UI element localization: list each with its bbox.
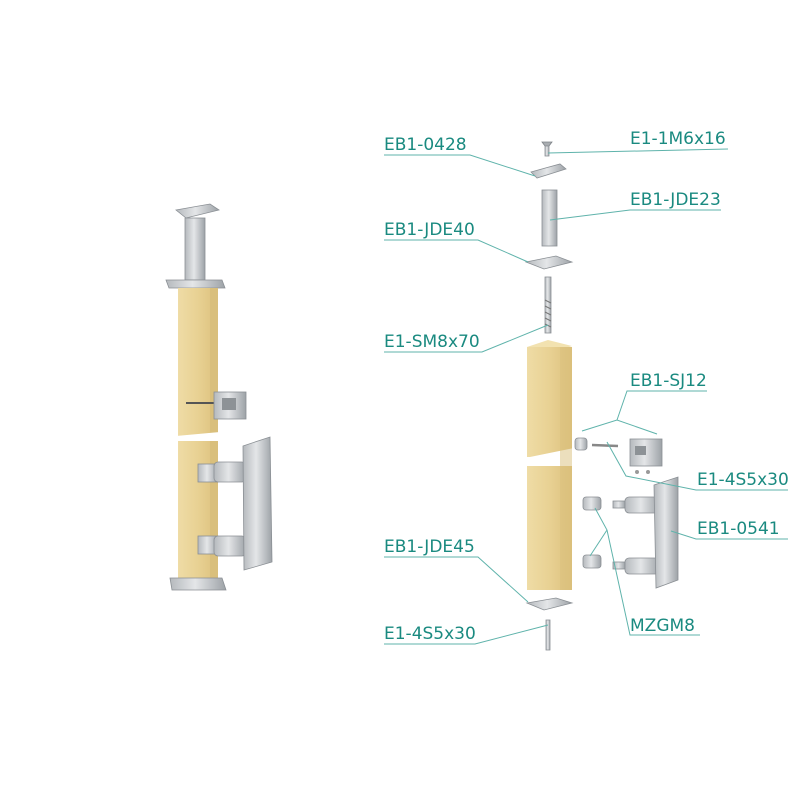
clamp-nut — [574, 437, 588, 451]
label-eb1-jde23: EB1-JDE23 — [630, 190, 721, 210]
base-plate-top — [524, 255, 574, 270]
label-eb1-0541: EB1-0541 — [697, 519, 780, 539]
wall-bracket-plate — [653, 476, 679, 589]
bottom-plate — [169, 577, 227, 591]
wood-side — [210, 441, 218, 578]
wood-side — [210, 288, 218, 436]
upper-base-plate — [165, 279, 226, 289]
grub-screw — [646, 470, 650, 474]
leader-lines — [384, 148, 788, 645]
post-break — [176, 432, 220, 442]
screw-shaft-top — [544, 145, 550, 157]
screw-head-top — [541, 141, 553, 147]
label-e1-sm8x70: E1-SM8x70 — [384, 332, 480, 352]
bolt-thread — [544, 299, 552, 328]
part-labels: EB1-0428 E1-1M6x16 EB1-JDE23 EB1-JDE40 E… — [384, 129, 789, 644]
assembled-post — [165, 203, 273, 591]
threaded-insert-lower — [582, 554, 602, 569]
exploded-parts — [524, 141, 679, 651]
label-e1-4s5x30-bottom: E1-4S5x30 — [384, 624, 476, 644]
base-plate-bottom — [525, 597, 574, 611]
label-eb1-sj12: EB1-SJ12 — [630, 371, 707, 391]
wall-bracket-plate — [242, 436, 273, 571]
screw-bottom — [545, 619, 551, 651]
label-eb1-0428: EB1-0428 — [384, 135, 467, 155]
saddle-plate — [530, 163, 567, 179]
top-saddle-plate — [175, 203, 220, 219]
label-eb1-jde45: EB1-JDE45 — [384, 537, 475, 557]
wood-side — [560, 347, 572, 590]
clamp-slot — [635, 446, 646, 455]
rod-lower — [624, 557, 661, 575]
rod-lower — [213, 535, 247, 557]
rod-upper — [213, 461, 247, 483]
label-mzgm8: MZGM8 — [630, 616, 695, 636]
clamp-screw — [591, 443, 619, 448]
label-e1-1m6x16: E1-1M6x16 — [630, 129, 726, 149]
label-eb1-jde40: EB1-JDE40 — [384, 220, 475, 240]
rod-pin — [612, 500, 626, 509]
hanger-bolt — [544, 276, 552, 334]
grub-screw — [635, 470, 639, 474]
top-tube — [184, 217, 206, 281]
label-e1-4s5x30-right: E1-4S5x30 — [697, 470, 789, 490]
clamp-slot — [222, 398, 236, 410]
square-tube — [541, 189, 558, 247]
threaded-insert-upper — [582, 496, 602, 511]
